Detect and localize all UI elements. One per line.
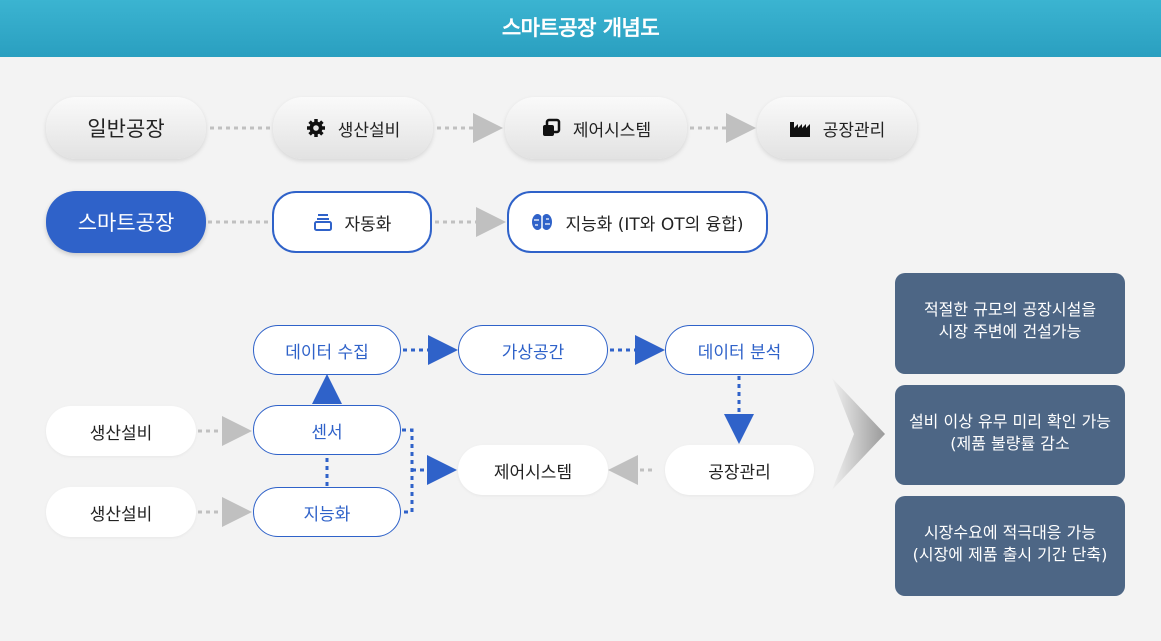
node-virtual-space: 가상공간: [458, 325, 608, 375]
general-step-management: 공장관리: [757, 97, 917, 159]
result-card-2: 설비 이상 유무 미리 확인 가능 (제품 불량률 감소: [895, 385, 1125, 485]
node-factory-management: 공장관리: [665, 445, 814, 495]
general-step-label: 생산설비: [337, 120, 401, 141]
node-control-system: 제어시스템: [458, 445, 608, 495]
result-line: 시장수요에 적극대응 가능: [923, 523, 1097, 542]
tray-icon: [313, 212, 333, 232]
result-line: 적절한 규모의 공장시설을: [923, 300, 1097, 319]
brain-icon: [531, 212, 553, 232]
stack-icon: [541, 118, 561, 138]
general-step-control: 제어시스템: [505, 97, 687, 159]
node-sensor: 센서: [253, 405, 401, 455]
result-card-1: 적절한 규모의 공장시설을 시장 주변에 건설가능: [895, 273, 1125, 374]
general-step-equipment: 생산설비: [273, 97, 433, 159]
node-equipment-1: 생산설비: [46, 406, 196, 456]
result-card-3: 시장수요에 적극대응 가능 (시장에 제품 출시 기간 단축): [895, 496, 1125, 596]
smart-step-label: 지능화 (IT와 OT의 융합): [565, 214, 744, 235]
factory-icon: [789, 118, 811, 138]
general-step-label: 공장관리: [822, 120, 886, 141]
result-line: 설비 이상 유무 미리 확인 가능: [908, 412, 1112, 431]
node-intelligence: 지능화: [253, 487, 401, 537]
header-bar: 스마트공장 개념도: [0, 0, 1161, 57]
result-line: (시장에 제품 출시 기간 단축): [912, 545, 1108, 564]
general-factory-label: 일반공장: [46, 97, 206, 159]
result-line: 시장 주변에 건설가능: [938, 322, 1082, 341]
smart-step-automation: 자동화: [272, 191, 432, 253]
gear-icon: [306, 118, 326, 138]
smart-step-label: 자동화: [344, 214, 392, 235]
chevron-arrow: [832, 378, 885, 490]
general-step-label: 제어시스템: [572, 120, 652, 141]
bracket-sensor-intelligence: [402, 428, 414, 514]
smart-step-intelligence: 지능화 (IT와 OT의 융합): [507, 191, 768, 253]
smart-factory-label: 스마트공장: [46, 191, 206, 253]
node-data-collection: 데이터 수집: [253, 325, 401, 375]
page-title: 스마트공장 개념도: [501, 16, 660, 40]
result-line: (제품 불량률 감소: [950, 434, 1070, 453]
node-data-analysis: 데이터 분석: [665, 325, 814, 375]
node-equipment-2: 생산설비: [46, 487, 196, 537]
